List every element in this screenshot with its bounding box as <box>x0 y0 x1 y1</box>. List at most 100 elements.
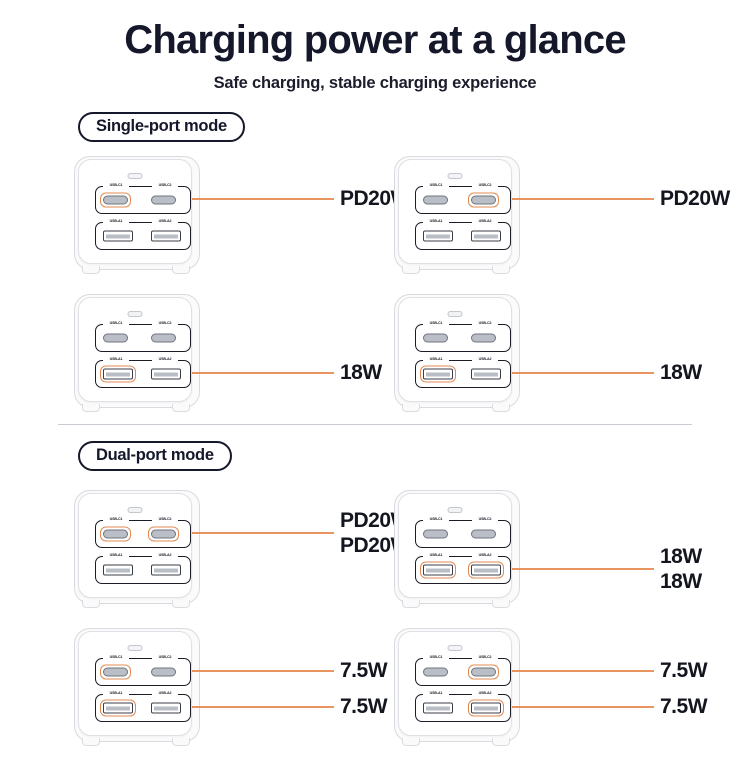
usb-c-port-group: USB-C1 USB-C2 <box>95 655 191 686</box>
power-value: 7.5W <box>660 659 708 682</box>
port-usb-c2[interactable] <box>471 667 496 677</box>
charger-body-front: USB-C1 USB-C2 USB-A1 USB-A2 <box>398 159 512 264</box>
charger-foot-right <box>492 738 510 746</box>
port-usb-a2[interactable] <box>471 564 501 576</box>
port-usb-a2[interactable] <box>471 230 501 242</box>
port-usb-a1[interactable] <box>103 230 133 242</box>
port-usb-a1[interactable] <box>103 368 133 380</box>
charger-foot-left <box>402 600 420 608</box>
power-value-line: 18W <box>340 361 382 384</box>
port-label-a2: USB-A2 <box>158 691 172 695</box>
label-notch-a2 <box>152 219 178 225</box>
status-led-indicator <box>447 645 463 651</box>
port-label-c1: USB-C1 <box>429 655 443 659</box>
status-led-indicator <box>447 311 463 317</box>
label-notch-a2 <box>472 219 498 225</box>
power-value-line: PD20W <box>340 187 410 210</box>
leader-line <box>512 568 654 570</box>
charger-foot-right <box>492 404 510 412</box>
power-value: 7.5W <box>660 695 708 718</box>
port-label-a2: USB-A2 <box>478 357 492 361</box>
port-usb-c2[interactable] <box>471 333 496 343</box>
port-usb-a2[interactable] <box>471 368 501 380</box>
charger-foot-right <box>492 600 510 608</box>
usb-a-port-group: USB-A1 USB-A2 <box>415 357 511 388</box>
label-notch-c1 <box>103 321 129 327</box>
port-usb-c1[interactable] <box>423 195 448 205</box>
port-usb-a2[interactable] <box>151 564 181 576</box>
port-usb-c1[interactable] <box>103 333 128 343</box>
power-value: PD20W <box>340 186 410 211</box>
port-label-a1: USB-A1 <box>429 553 443 557</box>
port-label-c1: USB-C1 <box>109 321 123 325</box>
port-label-c1: USB-C1 <box>109 517 123 521</box>
port-usb-a1[interactable] <box>103 702 133 714</box>
usb-c-port-group: USB-C1 USB-C2 <box>95 183 191 214</box>
port-usb-c2[interactable] <box>151 195 176 205</box>
label-notch-c1 <box>103 183 129 189</box>
port-usb-a1[interactable] <box>103 564 133 576</box>
leader-line <box>192 372 334 374</box>
page-subtitle: Safe charging, stable charging experienc… <box>213 74 537 92</box>
port-usb-a1[interactable] <box>423 368 453 380</box>
port-usb-a1[interactable] <box>423 702 453 714</box>
port-usb-c1[interactable] <box>423 333 448 343</box>
charger-foot-left <box>82 738 100 746</box>
port-usb-a2[interactable] <box>151 368 181 380</box>
port-label-c1: USB-C1 <box>109 655 123 659</box>
port-usb-a1[interactable] <box>423 564 453 576</box>
port-label-c2: USB-C2 <box>158 183 172 187</box>
port-label-a2: USB-A2 <box>478 219 492 223</box>
label-notch-a1 <box>423 691 449 697</box>
power-value: PD20W <box>660 186 730 211</box>
charger-device: USB-C1 USB-C2 USB-A1 USB-A2 <box>72 488 200 608</box>
port-label-a1: USB-A1 <box>429 691 443 695</box>
device-cell: USB-C1 USB-C2 USB-A1 USB-A2 18W <box>72 286 392 424</box>
status-led-indicator <box>127 311 143 317</box>
charger-foot-right <box>172 266 190 274</box>
charger-device: USB-C1 USB-C2 USB-A1 USB-A2 <box>392 292 520 412</box>
port-usb-c1[interactable] <box>423 529 448 539</box>
power-value-line: 18W <box>660 570 702 593</box>
label-notch-c2 <box>472 655 498 661</box>
section-header-single-port: Single-port mode <box>0 112 245 142</box>
port-usb-c2[interactable] <box>151 529 176 539</box>
status-led-indicator <box>127 645 143 651</box>
power-value-line: PD20W <box>340 509 410 532</box>
port-usb-a2[interactable] <box>151 230 181 242</box>
usb-a-port-group: USB-A1 USB-A2 <box>95 357 191 388</box>
port-usb-a2[interactable] <box>151 702 181 714</box>
port-label-c1: USB-C1 <box>429 321 443 325</box>
port-usb-c2[interactable] <box>151 333 176 343</box>
charger-device: USB-C1 USB-C2 USB-A1 USB-A2 <box>72 626 200 746</box>
label-notch-c2 <box>472 517 498 523</box>
charger-foot-left <box>402 404 420 412</box>
port-usb-c2[interactable] <box>151 667 176 677</box>
label-notch-c1 <box>423 655 449 661</box>
label-notch-c1 <box>423 517 449 523</box>
usb-c-port-group: USB-C1 USB-C2 <box>415 183 511 214</box>
leader-line <box>192 532 334 534</box>
port-usb-c1[interactable] <box>103 667 128 677</box>
port-usb-a1[interactable] <box>423 230 453 242</box>
power-value-line: PD20W <box>660 187 730 210</box>
label-notch-a2 <box>152 553 178 559</box>
port-usb-a2[interactable] <box>471 702 501 714</box>
port-usb-c2[interactable] <box>471 195 496 205</box>
port-label-a1: USB-A1 <box>429 357 443 361</box>
power-value: 18W <box>660 360 702 385</box>
charger-foot-right <box>172 738 190 746</box>
label-notch-c2 <box>152 517 178 523</box>
usb-a-port-group: USB-A1 USB-A2 <box>415 219 511 250</box>
port-label-c2: USB-C2 <box>158 321 172 325</box>
charger-device: USB-C1 USB-C2 USB-A1 USB-A2 <box>72 292 200 412</box>
port-usb-c1[interactable] <box>103 529 128 539</box>
port-usb-c1[interactable] <box>103 195 128 205</box>
label-notch-a2 <box>472 357 498 363</box>
port-usb-c1[interactable] <box>423 667 448 677</box>
port-usb-c2[interactable] <box>471 529 496 539</box>
